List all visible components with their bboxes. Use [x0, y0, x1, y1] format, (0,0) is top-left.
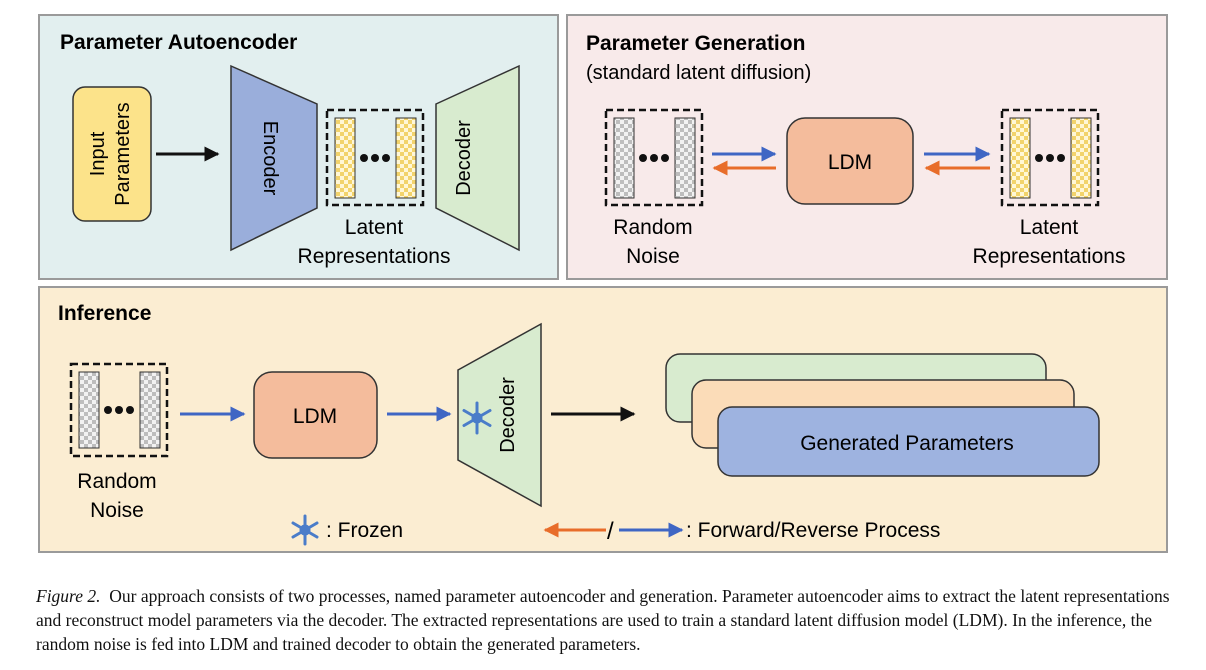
generation-subtitle: (standard latent diffusion)	[586, 62, 811, 84]
encoder-trapezoid	[230, 64, 318, 252]
architecture-diagram: Parameter Autoencoder Input Parameters E…	[38, 14, 1168, 553]
generation-title: Parameter Generation	[586, 32, 805, 55]
inference-ldm-box	[253, 371, 378, 459]
autoencoder-panel: Parameter Autoencoder Input Parameters E…	[38, 14, 559, 280]
generated-parameters-label: Generated Parameters	[800, 432, 1014, 455]
process-legend-label: : Forward/Reverse Process	[686, 519, 940, 542]
noise-label-line1: Random	[613, 216, 692, 239]
caption-text: Our approach consists of two processes, …	[36, 586, 1170, 654]
generation-latent-block	[1000, 108, 1100, 207]
frozen-legend-icon	[291, 514, 319, 546]
input-label-line1: Input	[87, 131, 109, 176]
random-noise-block	[604, 108, 704, 207]
legend-slash: /	[607, 518, 614, 545]
inf-noise-label-line2: Noise	[90, 499, 144, 522]
inf-noise-label-line1: Random	[77, 470, 156, 493]
latent-label-line1: Latent	[345, 216, 404, 239]
input-label-line2: Parameters	[112, 102, 134, 205]
gen-latent-label-line1: Latent	[1020, 216, 1079, 239]
autoencoder-title: Parameter Autoencoder	[60, 31, 297, 54]
caption-label: Figure 2.	[36, 586, 101, 606]
decoder-label: Decoder	[453, 120, 475, 196]
figure-caption: Figure 2. Our approach consists of two p…	[36, 584, 1176, 656]
inference-decoder-trapezoid	[457, 322, 542, 508]
generation-panel: Parameter Generation (standard latent di…	[566, 14, 1168, 280]
inference-panel: Inference Random Noise LDM Decoder Gener…	[38, 286, 1168, 553]
decoder-trapezoid	[435, 64, 520, 252]
ldm-box	[786, 117, 914, 205]
latent-label-line2: Representations	[298, 245, 451, 268]
noise-label-line2: Noise	[626, 245, 680, 268]
frozen-legend-label: : Frozen	[326, 519, 403, 542]
inference-decoder-label: Decoder	[497, 377, 519, 453]
generated-parameters-box	[717, 406, 1100, 477]
inference-noise-block	[69, 362, 169, 458]
ldm-label: LDM	[828, 151, 872, 174]
latent-representations-block	[325, 108, 425, 207]
input-parameters-box	[72, 86, 152, 222]
gen-latent-label-line2: Representations	[973, 245, 1126, 268]
encoder-label: Encoder	[259, 121, 281, 196]
snowflake-icon	[462, 401, 492, 435]
inference-ldm-label: LDM	[293, 405, 337, 428]
inference-title: Inference	[58, 302, 151, 325]
